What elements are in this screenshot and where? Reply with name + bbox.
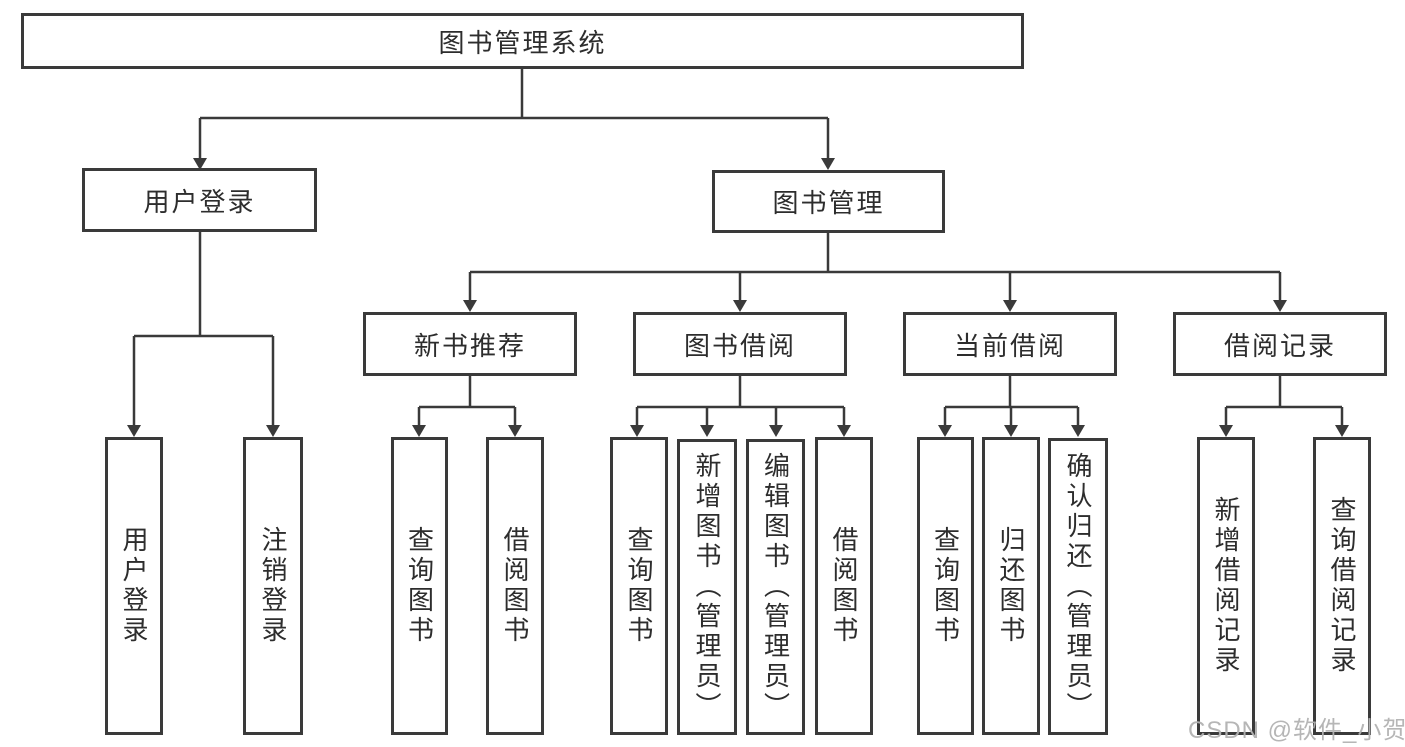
connector-edges	[132, 69, 1344, 428]
arrowhead	[1335, 425, 1349, 437]
node-label: 借阅记录	[1223, 330, 1336, 361]
arrowhead	[700, 425, 714, 437]
arrowhead	[1071, 425, 1085, 437]
node-label: 图书借阅	[683, 330, 796, 361]
node-label: 用户登录	[119, 526, 149, 646]
node-user-login: 用户登录	[82, 168, 317, 232]
leaf-edit-book-admin: 编辑图书（管理员）	[746, 439, 805, 735]
arrowhead	[266, 425, 280, 437]
node-label: 图书管理系统	[438, 27, 607, 58]
arrowhead	[463, 300, 477, 312]
node-label: 查询图书	[930, 526, 961, 646]
arrowhead	[127, 425, 141, 437]
csdn-watermark: CSDN @软件_小贺同学	[1188, 717, 1405, 744]
node-library-system: 图书管理系统	[21, 13, 1024, 69]
edge-bookmgmt-children	[468, 233, 1282, 303]
node-label: 查询借阅记录	[1327, 496, 1357, 676]
arrowhead	[733, 300, 747, 312]
edge-userlogin-children	[132, 232, 275, 428]
node-label: 查询图书	[404, 526, 435, 646]
arrowhead	[1004, 425, 1018, 437]
node-label: 新增图书（管理员）	[692, 452, 722, 722]
leaf-logout: 注销登录	[243, 437, 303, 735]
node-label: 用户登录	[143, 186, 256, 217]
arrowhead	[412, 425, 426, 437]
leaf-borrow-books: 借阅图书	[486, 437, 544, 735]
leaf-query-books: 查询图书	[610, 437, 668, 735]
edge-current-children	[943, 376, 1080, 428]
leaf-return-books: 归还图书	[982, 437, 1040, 735]
node-label: 图书管理	[772, 188, 885, 218]
leaf-user-login: 用户登录	[105, 437, 163, 735]
node-label: 查询图书	[624, 526, 654, 646]
node-label: 借阅图书	[500, 526, 530, 646]
arrowhead	[193, 158, 207, 170]
node-label: 新增借阅记录	[1211, 496, 1241, 676]
node-book-management: 图书管理	[712, 170, 945, 233]
arrowhead	[1219, 425, 1233, 437]
node-label: 确认归还（管理员）	[1063, 451, 1093, 722]
leaf-query-borrow-record: 查询借阅记录	[1313, 437, 1371, 735]
arrowhead	[769, 425, 783, 437]
edge-root-to-level2	[198, 69, 830, 160]
arrowhead	[1273, 300, 1287, 312]
arrowhead	[821, 158, 835, 170]
node-new-book-recommend: 新书推荐	[363, 312, 577, 376]
edge-borrow-children	[635, 376, 846, 428]
arrowhead	[508, 425, 522, 437]
node-label: 当前借阅	[953, 330, 1066, 361]
leaf-borrow-books: 借阅图书	[815, 437, 873, 735]
node-label: 归还图书	[996, 526, 1026, 646]
node-book-borrowing: 图书借阅	[633, 312, 847, 376]
leaf-query-books: 查询图书	[917, 437, 974, 735]
arrowhead	[1003, 300, 1017, 312]
edge-records-children	[1224, 376, 1344, 428]
node-label: 新书推荐	[413, 330, 526, 361]
leaf-query-books: 查询图书	[391, 437, 448, 735]
leaf-confirm-return-admin: 确认归还（管理员）	[1048, 438, 1108, 735]
leaf-add-book-admin: 新增图书（管理员）	[677, 439, 737, 735]
node-current-borrowing: 当前借阅	[903, 312, 1117, 376]
node-label: 注销登录	[258, 526, 288, 646]
arrowhead	[938, 425, 952, 437]
arrowheads	[127, 158, 1349, 437]
node-label: 借阅图书	[829, 526, 859, 646]
arrowhead	[630, 425, 644, 437]
arrowhead	[837, 425, 851, 437]
node-borrowing-records: 借阅记录	[1173, 312, 1387, 376]
node-label: 编辑图书（管理员）	[760, 452, 791, 722]
leaf-add-borrow-record: 新增借阅记录	[1197, 437, 1255, 735]
edge-newrec-children	[417, 376, 517, 428]
